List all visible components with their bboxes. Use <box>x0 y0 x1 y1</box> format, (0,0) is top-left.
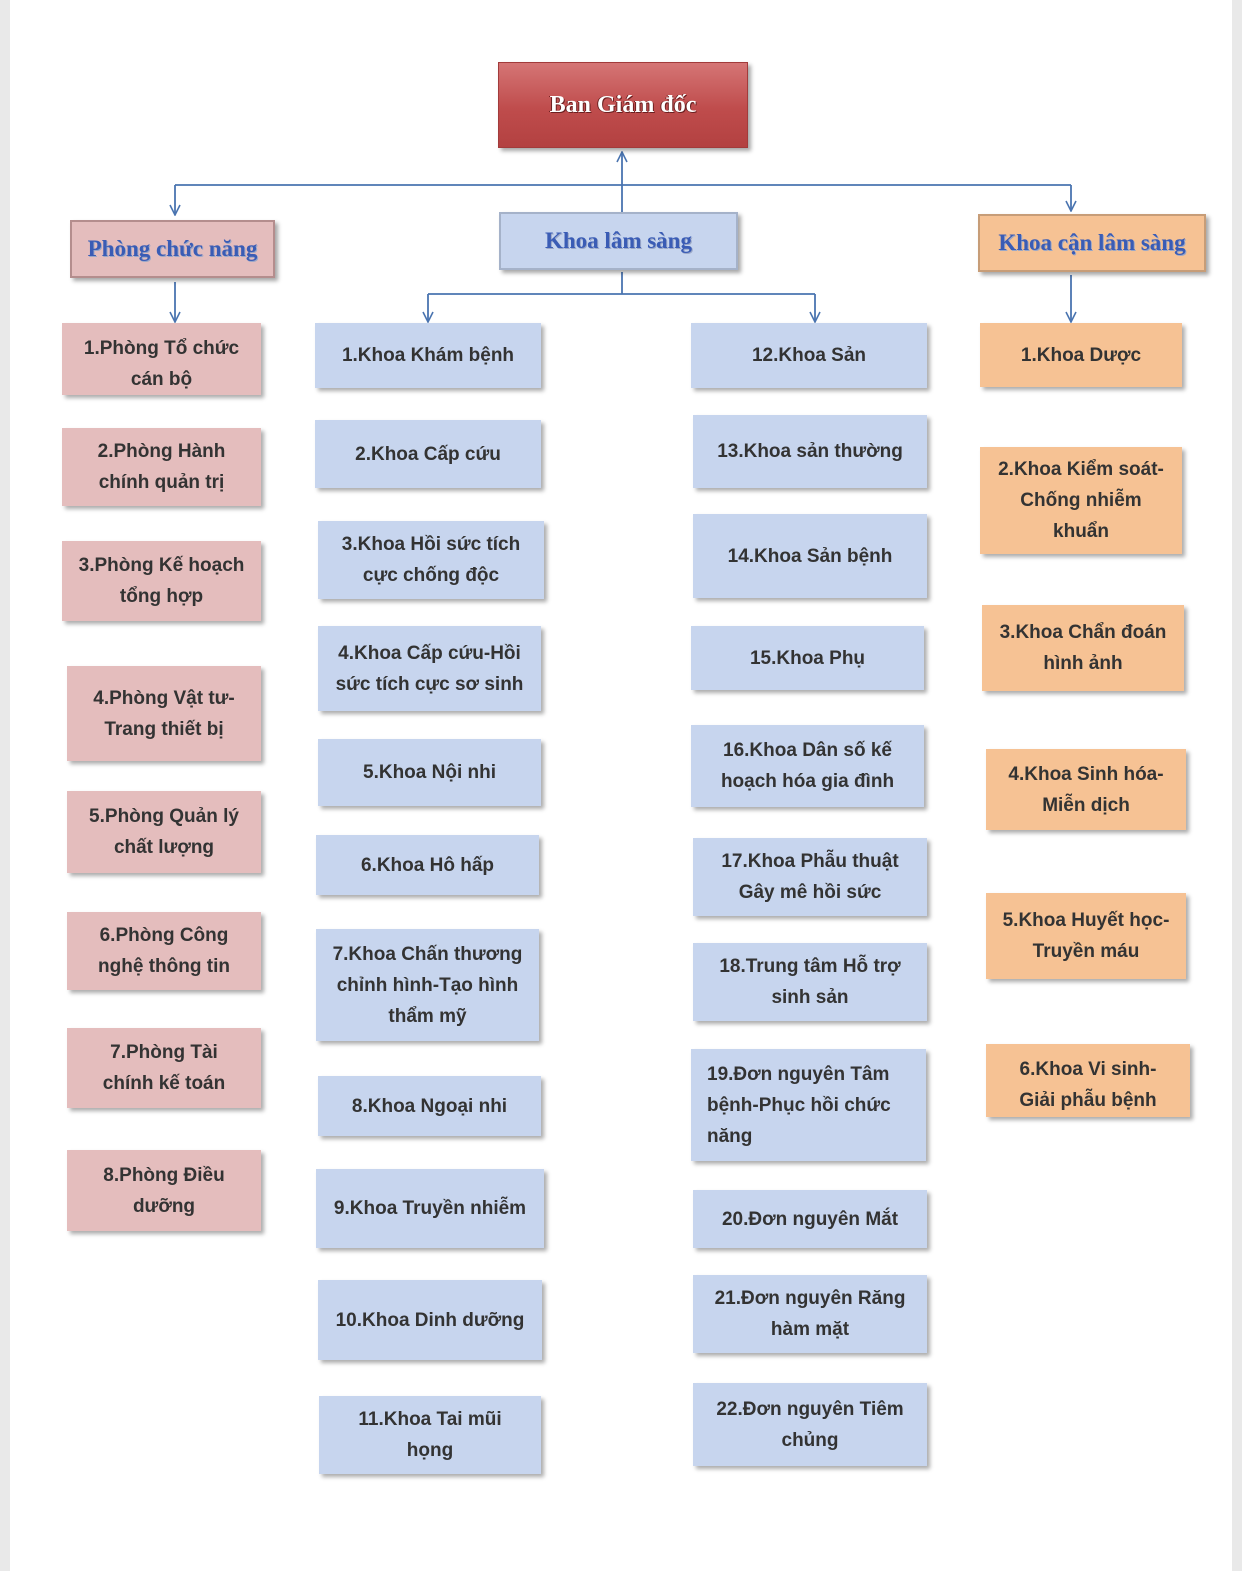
clinical-unit: 12.Khoa Sản <box>691 323 927 388</box>
group-header-clinical-label: Khoa lâm sàng <box>545 228 692 253</box>
clinical-unit-label: 8.Khoa Ngoại nhi <box>351 1095 508 1117</box>
clinical-unit-label: 12.Khoa Sản <box>751 345 867 366</box>
functional-unit-label: 8.Phòng Điều dưỡng <box>103 1164 225 1217</box>
clinical-unit: 16.Khoa Dân số kế hoạch hóa gia đình <box>691 725 924 807</box>
clinical-unit: 1.Khoa Khám bệnh <box>315 323 541 388</box>
clinical-unit: 19.Đơn nguyên Tâm bệnh-Phục hồi chức năn… <box>691 1049 926 1161</box>
functional-unit: 7.Phòng Tài chính kế toán <box>67 1028 261 1108</box>
clinical-unit: 3.Khoa Hồi sức tích cực chống độc <box>318 521 544 599</box>
paraclinical-unit-label: 6.Khoa Vi sinh-Giải phẫu bệnh <box>1019 1059 1157 1111</box>
paraclinical-unit: 2.Khoa Kiểm soát-Chống nhiễm khuẩn <box>980 447 1182 554</box>
clinical-unit: 14.Khoa Sản bệnh <box>693 514 927 598</box>
clinical-unit: 15.Khoa Phụ <box>691 626 924 690</box>
clinical-unit-label: 19.Đơn nguyên Tâm bệnh-Phục hồi chức năn… <box>707 1063 891 1147</box>
clinical-unit: 4.Khoa Cấp cứu-Hồi sức tích cực sơ sinh <box>318 626 541 711</box>
clinical-unit-label: 10.Khoa Dinh dưỡng <box>335 1309 525 1331</box>
clinical-unit-label: 1.Khoa Khám bệnh <box>341 345 515 366</box>
functional-unit: 1.Phòng Tổ chức cán bộ <box>62 323 261 395</box>
clinical-unit: 10.Khoa Dinh dưỡng <box>318 1280 542 1360</box>
paraclinical-unit-label: 4.Khoa Sinh hóa-Miễn dịch <box>1008 763 1164 816</box>
group-header-functional: Phòng chức năng <box>70 220 275 278</box>
top-box-label: Ban Giám đốc <box>549 91 697 118</box>
clinical-unit: 5.Khoa Nội nhi <box>318 739 541 806</box>
clinical-unit: 18.Trung tâm Hỗ trợ sinh sản <box>693 943 927 1021</box>
clinical-unit-label: 15.Khoa Phụ <box>749 647 866 669</box>
clinical-unit-label: 14.Khoa Sản bệnh <box>727 545 893 567</box>
paraclinical-unit-label: 3.Khoa Chẩn đoán hình ảnh <box>999 622 1167 674</box>
paraclinical-unit: 5.Khoa Huyết học-Truyền máu <box>986 893 1186 979</box>
clinical-unit-label: 22.Đơn nguyên Tiêm chủng <box>716 1398 904 1451</box>
functional-unit-label: 4.Phòng Vật tư-Trang thiết bị <box>93 687 235 740</box>
paraclinical-unit: 4.Khoa Sinh hóa-Miễn dịch <box>986 749 1186 830</box>
clinical-unit: 8.Khoa Ngoại nhi <box>318 1076 541 1136</box>
paraclinical-unit: 1.Khoa Dược <box>980 323 1182 387</box>
clinical-unit-label: 9.Khoa Truyền nhiễm <box>333 1198 527 1219</box>
functional-unit: 4.Phòng Vật tư-Trang thiết bị <box>67 666 261 761</box>
functional-unit-label: 1.Phòng Tổ chức cán bộ <box>83 338 240 390</box>
clinical-unit-label: 13.Khoa sản thường <box>717 441 903 462</box>
paraclinical-unit: 6.Khoa Vi sinh-Giải phẫu bệnh <box>986 1044 1190 1117</box>
functional-unit: 6.Phòng Công nghệ thông tin <box>67 912 261 990</box>
top-box-board-of-directors: Ban Giám đốc <box>498 62 748 148</box>
clinical-unit-label: 7.Khoa Chấn thương chỉnh hình-Tạo hình t… <box>332 943 523 1027</box>
paraclinical-unit-label: 1.Khoa Dược <box>1020 344 1142 366</box>
clinical-unit-label: 11.Khoa Tai mũi họng <box>358 1409 502 1461</box>
clinical-unit-label: 6.Khoa Hô hấp <box>360 854 494 876</box>
clinical-unit-label: 5.Khoa Nội nhi <box>363 762 496 783</box>
functional-unit-label: 2.Phòng Hành chính quản trị <box>97 441 226 493</box>
functional-unit: 5.Phòng Quản lý chất lượng <box>67 791 261 873</box>
functional-unit-label: 3.Phòng Kế hoạch tổng hợp <box>78 555 245 607</box>
clinical-unit-label: 4.Khoa Cấp cứu-Hồi sức tích cực sơ sinh <box>335 642 524 695</box>
clinical-unit-label: 20.Đơn nguyên Mắt <box>721 1208 899 1230</box>
group-header-functional-label: Phòng chức năng <box>87 236 258 261</box>
clinical-unit-label: 2.Khoa Cấp cứu <box>355 443 501 465</box>
clinical-unit: 20.Đơn nguyên Mắt <box>693 1190 927 1248</box>
clinical-unit-label: 17.Khoa Phẫu thuật Gây mê hồi sức <box>721 851 899 903</box>
clinical-unit: 2.Khoa Cấp cứu <box>315 420 541 488</box>
paraclinical-unit-label: 5.Khoa Huyết học-Truyền máu <box>1002 910 1170 962</box>
group-header-clinical: Khoa lâm sàng <box>499 212 738 270</box>
group-header-paraclinical: Khoa cận lâm sàng <box>978 214 1206 272</box>
clinical-unit: 22.Đơn nguyên Tiêm chủng <box>693 1383 927 1466</box>
functional-unit: 8.Phòng Điều dưỡng <box>67 1150 261 1231</box>
functional-unit-label: 5.Phòng Quản lý chất lượng <box>89 806 239 858</box>
paraclinical-unit: 3.Khoa Chẩn đoán hình ảnh <box>982 605 1184 691</box>
paraclinical-unit-label: 2.Khoa Kiểm soát-Chống nhiễm khuẩn <box>998 459 1164 542</box>
functional-unit: 3.Phòng Kế hoạch tổng hợp <box>62 541 261 621</box>
clinical-unit-label: 16.Khoa Dân số kế hoạch hóa gia đình <box>720 740 895 792</box>
clinical-unit-label: 18.Trung tâm Hỗ trợ sinh sản <box>719 956 901 1008</box>
clinical-unit: 13.Khoa sản thường <box>693 415 927 488</box>
clinical-unit: 11.Khoa Tai mũi họng <box>319 1396 541 1474</box>
clinical-unit: 7.Khoa Chấn thương chỉnh hình-Tạo hình t… <box>316 929 539 1041</box>
functional-unit: 2.Phòng Hành chính quản trị <box>62 428 261 506</box>
clinical-unit: 9.Khoa Truyền nhiễm <box>316 1169 544 1248</box>
clinical-unit-label: 3.Khoa Hồi sức tích cực chống độc <box>341 534 521 586</box>
clinical-unit: 6.Khoa Hô hấp <box>316 835 539 895</box>
group-header-paraclinical-label: Khoa cận lâm sàng <box>998 230 1186 255</box>
functional-unit-label: 7.Phòng Tài chính kế toán <box>102 1042 226 1094</box>
clinical-unit-label: 21.Đơn nguyên Răng hàm mặt <box>714 1288 906 1340</box>
clinical-unit: 17.Khoa Phẫu thuật Gây mê hồi sức <box>693 838 927 916</box>
functional-unit-label: 6.Phòng Công nghệ thông tin <box>98 925 230 977</box>
clinical-unit: 21.Đơn nguyên Răng hàm mặt <box>693 1275 927 1353</box>
